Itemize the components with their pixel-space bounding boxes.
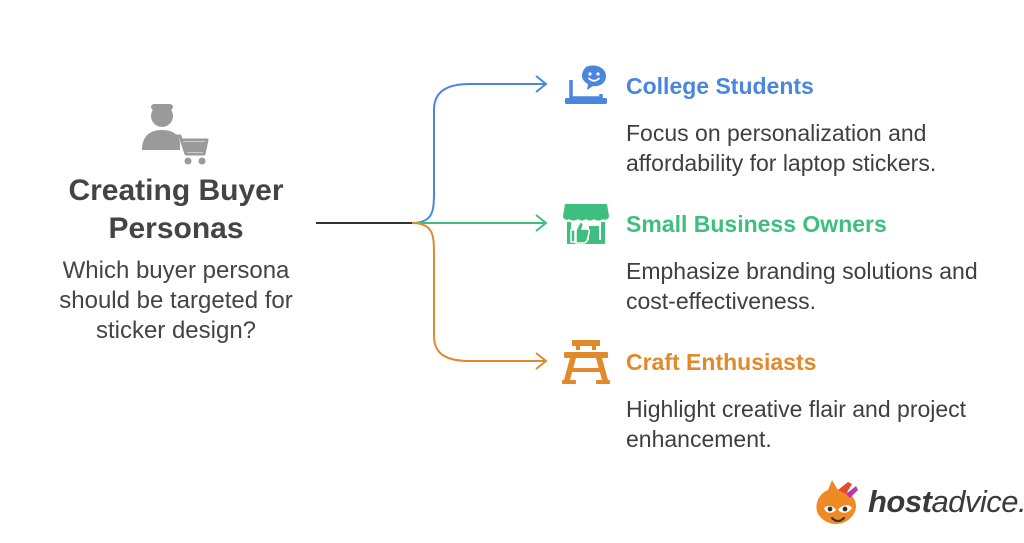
laptop-chat-icon — [565, 65, 607, 104]
branch-description-craft-enthusiasts: Highlight creative flair and project enh… — [626, 396, 967, 452]
center-title: Creating Buyer Personas — [68, 174, 284, 245]
hostadvice-logo: hostadvice. — [812, 478, 1024, 526]
branch-description-college-students: Focus on personalization and affordabili… — [626, 120, 937, 176]
branch-connector-craft-enthusiasts — [411, 222, 546, 362]
branch-title-small-business-owners: Small Business Owners — [626, 211, 887, 237]
arrowhead-small-business — [535, 214, 548, 232]
center-question: Which buyer persona should be targeted f… — [59, 257, 293, 344]
workbench-icon — [562, 340, 610, 384]
arrowhead-college-students — [535, 75, 548, 93]
fox-mascot-icon — [816, 480, 858, 524]
person-with-cart-icon — [142, 104, 209, 165]
branch-title-craft-enthusiasts: Craft Enthusiasts — [626, 349, 817, 375]
logo-text-bold: host — [868, 484, 932, 519]
arrowhead-craft-enthusiasts — [535, 352, 548, 370]
branch-title-college-students: College Students — [626, 73, 814, 99]
branch-connector-college-students — [411, 83, 546, 224]
logo-text-regular: advice. — [931, 484, 1024, 519]
hostadvice-wordmark: hostadvice. — [868, 484, 1024, 520]
branch-description-small-business-owners: Emphasize branding solutions and cost-ef… — [626, 258, 978, 314]
storefront-thumbs-up-icon — [563, 204, 609, 244]
